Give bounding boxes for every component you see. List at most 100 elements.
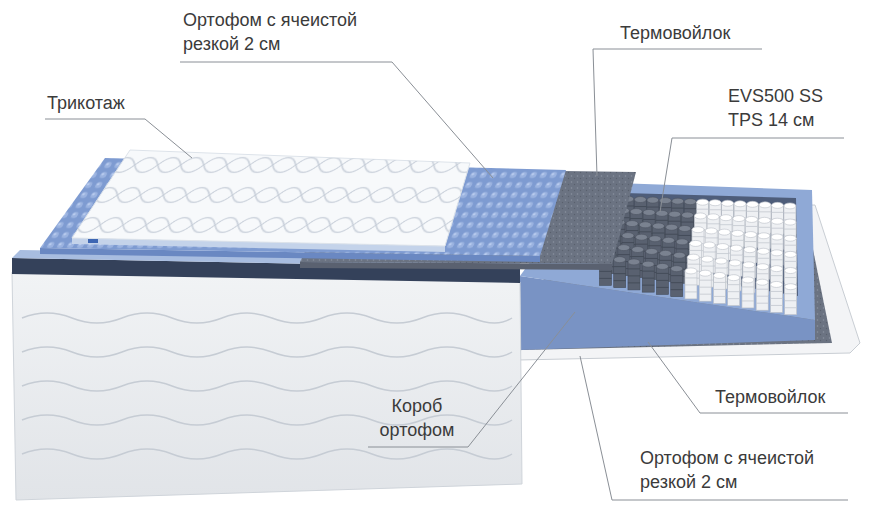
mattress-drawing [701,256,713,262]
mattress-drawing [771,266,783,272]
mattress-drawing [770,305,782,306]
mattress-drawing [756,279,768,285]
mattress-drawing [720,224,732,225]
mattress-drawing [687,264,699,265]
mattress-drawing [722,210,734,211]
mattress-drawing [718,239,730,240]
mattress-drawing [707,214,719,220]
mattress-drawing [642,261,654,267]
mattress-drawing [646,248,658,254]
mattress-drawing [694,213,706,219]
pocket-spring [784,203,796,234]
mattress-drawing [703,242,715,248]
mattress-drawing [639,222,651,228]
callout-label: Ортофом с ячеистой резкой 2 см [183,8,388,56]
mattress-drawing [784,229,796,230]
mattress-drawing [656,220,668,221]
mattress-drawing [690,250,702,251]
mattress-drawing [699,270,711,276]
mattress-drawing [720,215,732,221]
mattress-drawing [770,281,782,287]
mattress-drawing [676,239,688,245]
mattress-drawing [785,284,797,290]
mattress-drawing [757,248,769,254]
mattress-drawing [660,260,672,261]
mattress-drawing [771,259,783,260]
mattress-drawing [618,245,630,251]
mattress-drawing [646,258,658,259]
mattress-drawing [784,245,796,246]
mattress-drawing [599,271,611,272]
mattress-drawing [729,269,741,270]
leader-lines [45,49,848,500]
mattress-drawing [656,287,668,288]
mattress-drawing [622,242,634,243]
knit-cover-quilting [72,150,470,246]
mattress-drawing [626,221,638,227]
mattress-drawing [630,209,642,215]
mattress-drawing [669,221,681,222]
leader-line [580,356,848,500]
mattress-drawing [634,197,646,203]
mattress-drawing [747,201,759,207]
mattress-drawing [713,275,725,303]
mattress-drawing [642,285,654,286]
mattress-drawing [656,210,668,216]
mattress-drawing [652,223,664,229]
mattress-drawing [22,347,512,357]
mattress-drawing [785,277,797,278]
mattress-drawing [785,268,797,274]
mattress-drawing [656,266,668,294]
callout-label: Термовойлок [620,21,770,45]
mattress-drawing [758,227,770,228]
mattress-drawing [642,278,654,279]
mattress-drawing [757,264,769,270]
mattress-drawing [784,219,796,225]
mattress-drawing [742,280,754,308]
mattress-drawing [756,282,768,310]
mattress-drawing [614,266,626,267]
mattress-drawing [671,269,683,297]
mattress-drawing [771,244,783,245]
mattress-drawing [728,298,740,299]
mattress-drawing [729,260,741,266]
mattress-drawing [663,237,675,243]
callout-label: Ортофом с ячеистой резкой 2 см [640,446,840,494]
mattress-drawing [684,199,696,205]
leader-line [368,312,575,447]
mattress-drawing [628,268,640,269]
mattress-drawing [628,262,640,290]
mattress-drawing [733,216,745,222]
cover-side [12,272,522,500]
mattress-drawing [784,203,796,209]
mattress-drawing [632,247,644,253]
mattress-drawing [682,222,694,223]
pocket-spring [784,235,796,266]
mattress-drawing [685,268,697,274]
mattress-drawing [770,298,782,299]
mattress-drawing [758,233,770,239]
mattress-drawing [642,264,654,292]
spring-block [599,196,796,315]
pocket-spring [756,279,768,310]
mattress-drawing [622,233,634,239]
mattress-drawing [626,230,638,231]
mattress-drawing [647,207,659,208]
pocket-spring [785,268,797,299]
mattress-drawing [656,280,668,281]
mattress-drawing [652,233,664,234]
mattress-drawing [785,293,797,294]
mattress-drawing [743,262,755,268]
mattress-drawing [628,282,640,283]
callout-label: Короб ортофом [372,394,462,442]
pocket-spring [785,284,797,315]
mattress-drawing [656,273,668,274]
mattress-drawing [784,235,796,241]
mattress-drawing [733,225,745,226]
mattress-drawing [771,212,783,213]
mattress-drawing [705,228,717,234]
mattress-drawing [699,294,711,295]
mattress-drawing [697,209,709,210]
mattress-drawing [685,271,697,299]
mattress-drawing [771,275,783,276]
